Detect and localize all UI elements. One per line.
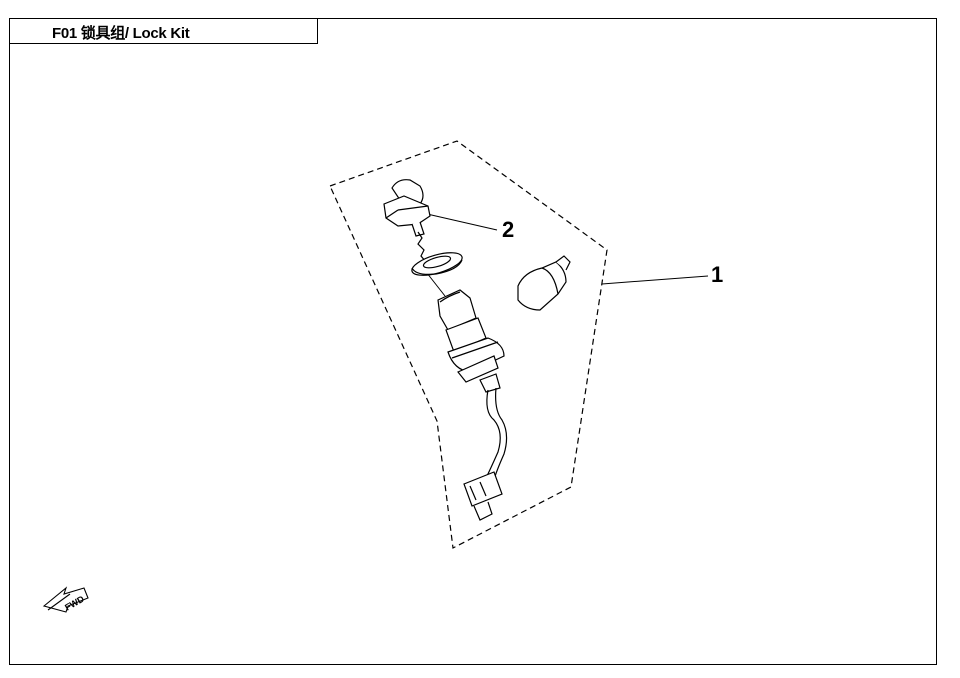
page-title: F01 锁具组/ Lock Kit: [52, 25, 190, 42]
callout-1: 1: [711, 262, 723, 287]
wire-harness-part: [485, 387, 508, 481]
connector-part: [463, 471, 503, 521]
leader-line-1: [601, 275, 709, 285]
drawing-frame: [9, 18, 937, 665]
washer-part: [411, 252, 463, 276]
forward-arrow-icon: FWD: [42, 586, 89, 613]
callout-2: 2: [502, 217, 514, 242]
lock-cap-part: [517, 255, 571, 311]
title-block: F01 锁具组/ Lock Kit: [9, 18, 318, 44]
key-part: [383, 179, 431, 269]
lock-cylinder-part: [437, 289, 505, 393]
kit-boundary-dashed: [329, 140, 608, 549]
